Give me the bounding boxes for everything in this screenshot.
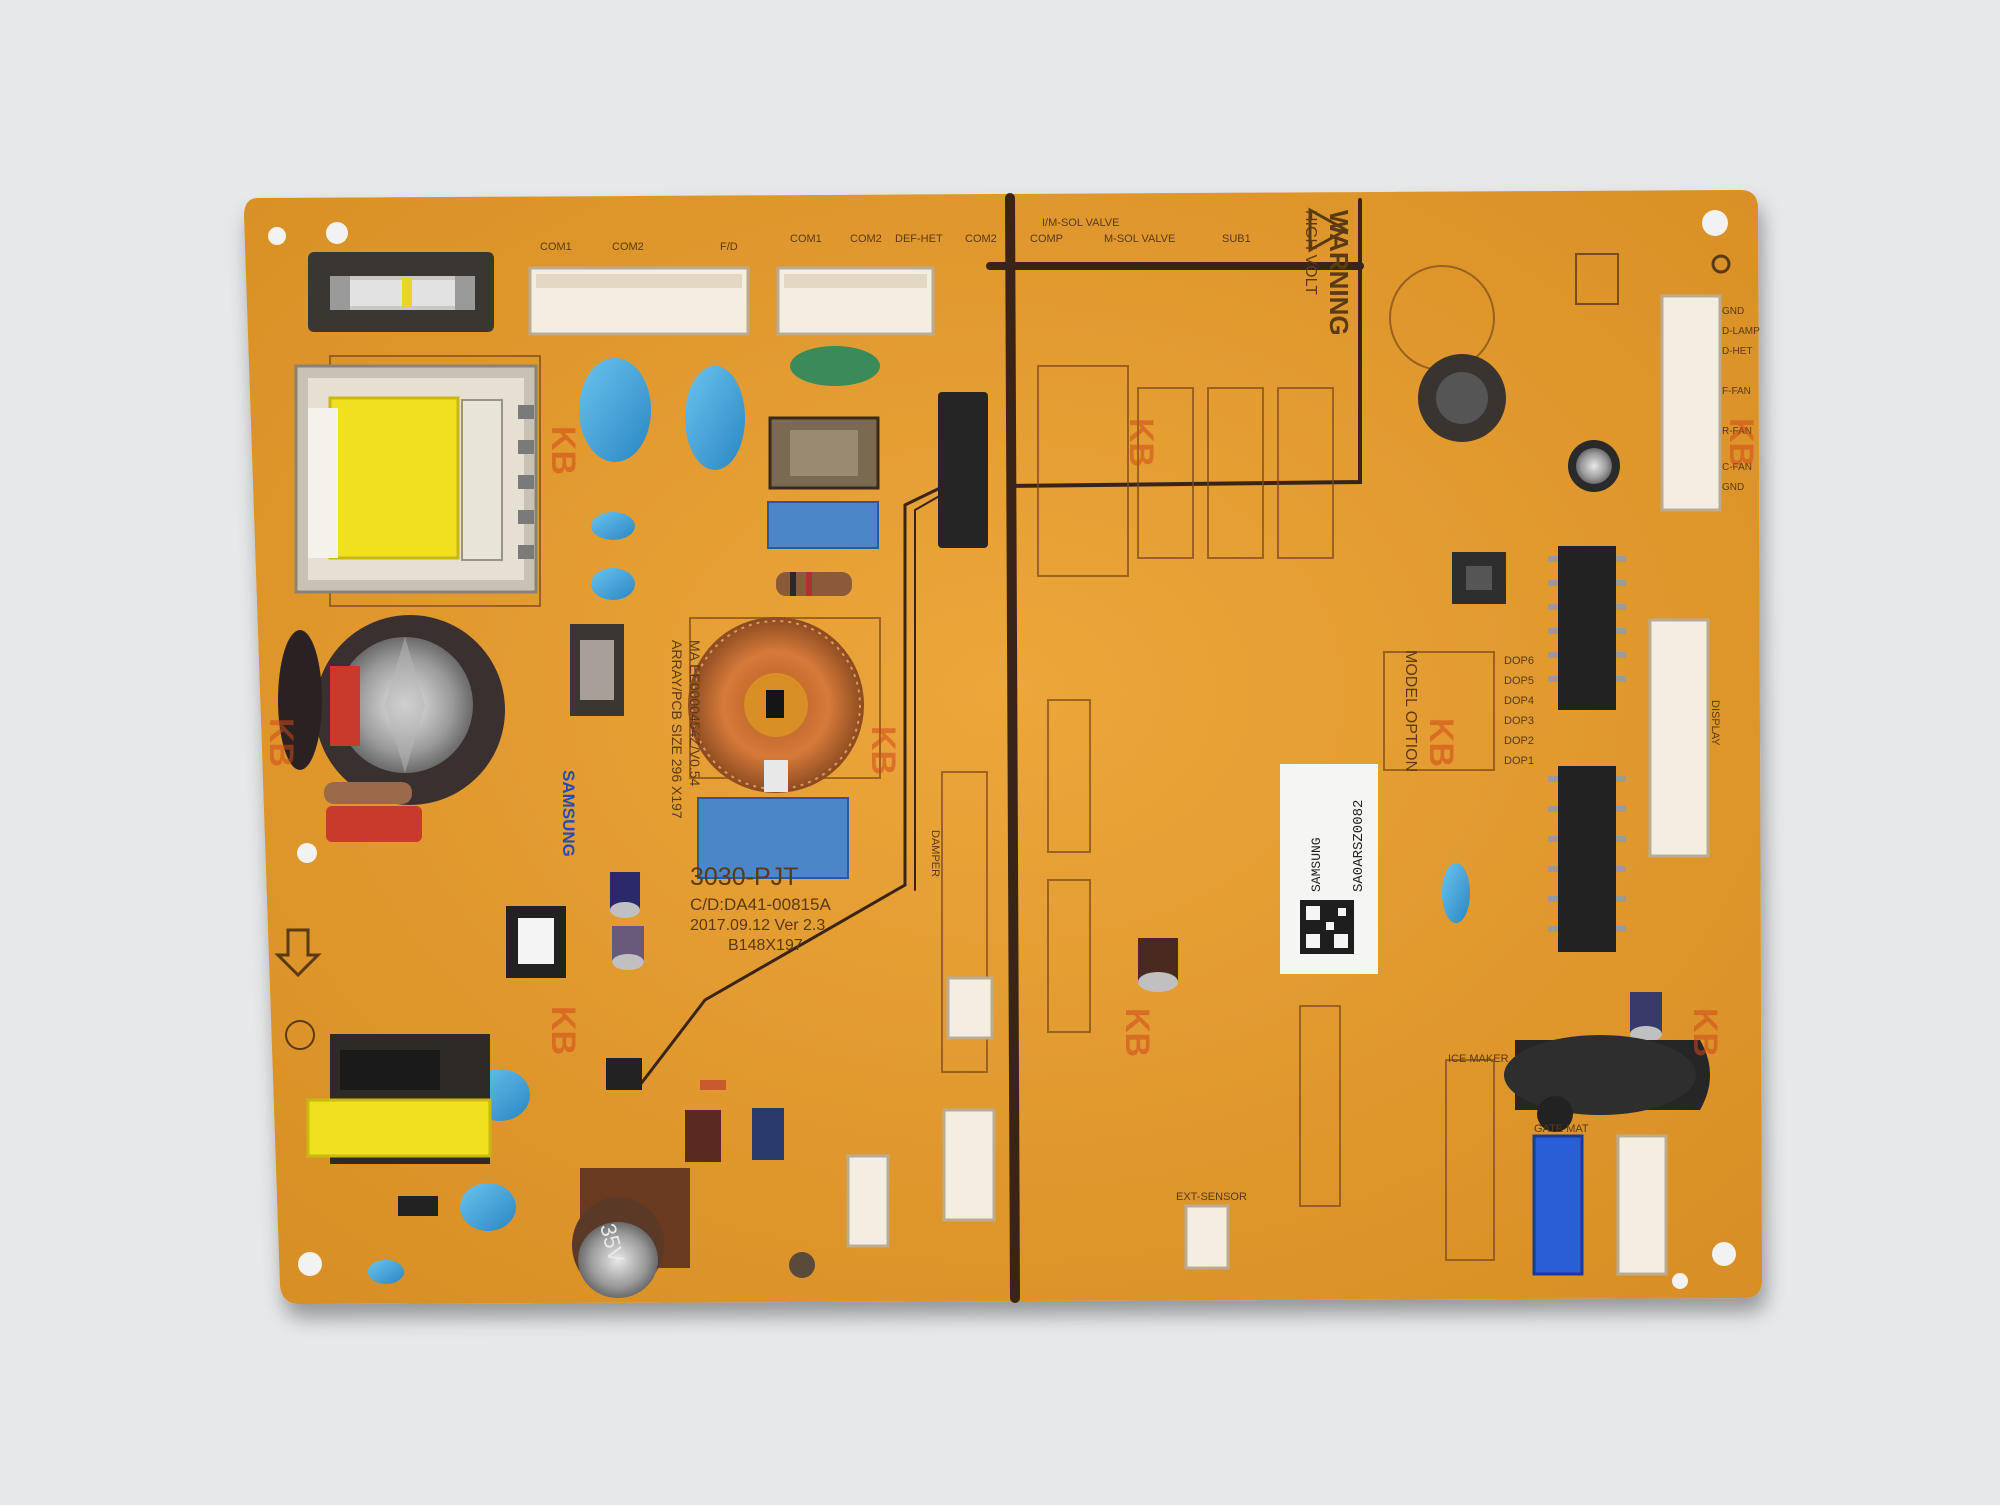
kb-mark: KB [1118,1008,1156,1057]
connector-label: I/M-SOL VALVE [1042,217,1119,229]
connector-label: D-HET [1722,346,1753,357]
connector-label: R-FAN [1722,426,1752,437]
connector-label: D-LAMP [1722,326,1760,337]
kb-mark: KB [1686,1008,1724,1057]
connector-label: F-FAN [1722,386,1751,397]
inductors [570,416,880,716]
green-varistor [790,346,880,386]
kb-mark: KB [544,426,582,475]
kb-mark: KB [544,1006,582,1055]
warning-subtitle: HIGH VOLT [1302,210,1319,295]
resistors [324,572,852,1216]
sticker-serial: SA0ARSZ0082 [1351,800,1367,892]
board-part-code: 3030-PJT [690,863,798,891]
pcb-traces [638,193,1364,1303]
connector-label: M-SOL VALVE [1104,233,1175,245]
buzzer [1504,1035,1710,1132]
pcb-board [244,190,1762,1304]
dop-label: DOP1 [1504,755,1534,767]
kb-mark: KB [1722,418,1760,467]
connector-label: GND [1722,306,1744,317]
board-size-line: B148X197 [728,937,803,954]
board-date-line: 2017.09.12 Ver 2.3 [690,917,825,934]
connector-label: C-FAN [1722,462,1752,473]
kb-mark: KB [1122,418,1160,467]
electrolytic-capacitor-main [278,615,505,805]
connector-label: COM1 [790,233,822,245]
dop-label: DOP4 [1504,695,1534,707]
blue-capacitors [368,358,1470,1284]
silkscreen-text: WARNING HIGH VOLT 3030-PJT C/D:DA41-0081… [262,207,1760,1265]
array-line-2: MA EE0000454Z/V0.54 [687,640,703,787]
connector-label: DISPLAY [1709,700,1721,746]
dop-label: DOP6 [1504,655,1534,667]
connector-label: DEF-HET [895,233,943,245]
small-capacitors [610,354,1662,1162]
serial-sticker: SAMSUNG SA0ARSZ0082 [1280,764,1378,974]
dop-labels: DOP6 DOP5 DOP4 DOP3 DOP2 DOP1 [1504,655,1534,767]
array-line-1: ARRAY/PCB SIZE 296 X197 [669,640,685,819]
model-option-label: MODEL OPTION [1402,650,1419,772]
connector-label: F/D [720,241,738,253]
toroid-inductor [688,617,864,793]
kb-mark: KB [262,718,300,767]
electrolytic-capacitor-35v [572,1168,690,1298]
kb-mark: KB [1422,718,1460,767]
dop-label: DOP5 [1504,675,1534,687]
connector-label: COMP [1030,233,1063,245]
sticker-brand: SAMSUNG [1309,837,1324,892]
warning-title: WARNING [1324,210,1354,336]
warning-triangle-icon [1308,207,1350,253]
connector-label: COM2 [965,233,997,245]
relay-block [938,392,988,548]
dop-label: DOP3 [1504,715,1534,727]
connector-label: ICE MAKER [1448,1053,1509,1065]
arrow-down-icon [274,928,322,978]
connector-label: GND [1722,482,1744,493]
dop-label: DOP2 [1504,735,1534,747]
top-connectors [528,253,1722,858]
connector-label: EXT-SENSOR [1176,1191,1247,1203]
fuse-holder [308,252,494,332]
ic-chips [506,546,1626,1090]
kb-mark: KB [864,726,902,775]
mounting-holes [268,210,1736,1289]
connector-label: DAMPER [929,830,941,877]
number-2-marker [285,1020,315,1050]
brand-logo: SAMSUNG [559,770,578,857]
connector-label: COM2 [612,241,644,253]
power-transformer [294,364,538,594]
connector-label: COM1 [540,241,572,253]
connector-label: SUB1 [1222,233,1251,245]
connector-label: GATE MAT [1534,1123,1589,1135]
switching-transformer [306,1034,492,1164]
bottom-connectors [846,976,1668,1276]
connector-label: COM2 [850,233,882,245]
board-code-line: C/D:DA41-00815A [690,895,831,914]
